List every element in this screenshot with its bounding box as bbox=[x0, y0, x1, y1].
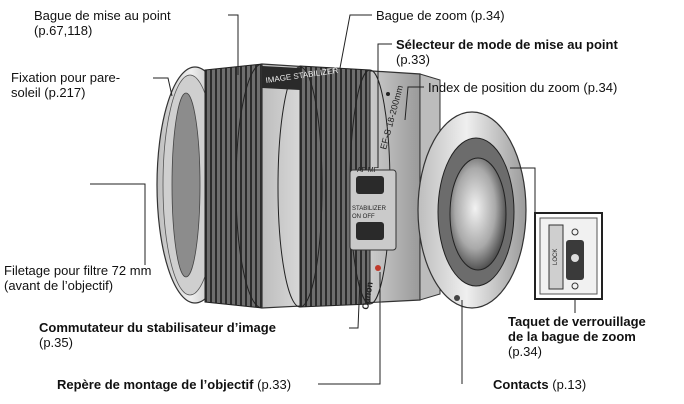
brand-text: Canon bbox=[360, 281, 375, 310]
switch-stabilizer-text: STABILIZER bbox=[352, 206, 387, 212]
switch-af-mf-text: AF MF bbox=[357, 167, 378, 174]
leader-lines bbox=[90, 14, 576, 385]
mount-index-dot bbox=[375, 265, 381, 271]
stabilizer-switch-label: Commutateur du stabilisateur d’image (p.… bbox=[39, 320, 276, 350]
switch-panel: AF MF STABILIZER ON OFF bbox=[349, 167, 397, 251]
hood-mount-label: Fixation pour pare- soleil (p.217) bbox=[11, 70, 121, 100]
focus-mode-switch[interactable] bbox=[356, 176, 384, 194]
filter-thread-label: Filetage pour filtre 72 mm (avant de l’o… bbox=[4, 263, 152, 293]
lock-text: LOCK bbox=[553, 249, 559, 265]
mount-index-label: Repère de montage de l’objectif (p.33) bbox=[57, 377, 292, 392]
stabilizer-switch[interactable] bbox=[356, 222, 384, 240]
contacts-icon bbox=[454, 295, 460, 301]
zoom-lock-inset: LOCK bbox=[534, 212, 603, 300]
zoom-lock-label: Taquet de verrouillage de la bague de zo… bbox=[508, 314, 646, 359]
focus-ring-label: Bague de mise au point (p.67,118) bbox=[34, 8, 171, 38]
focus-mode-switch-label: Sélecteur de mode de mise au point (p.33… bbox=[396, 37, 618, 67]
switch-on-off-text: ON OFF bbox=[352, 214, 375, 220]
zoom-index-label: Index de position du zoom (p.34) bbox=[428, 80, 618, 95]
lens-rear bbox=[375, 73, 527, 309]
contacts-label: Contacts (p.13) bbox=[493, 377, 587, 392]
zoom-ring-label: Bague de zoom (p.34) bbox=[376, 8, 505, 23]
